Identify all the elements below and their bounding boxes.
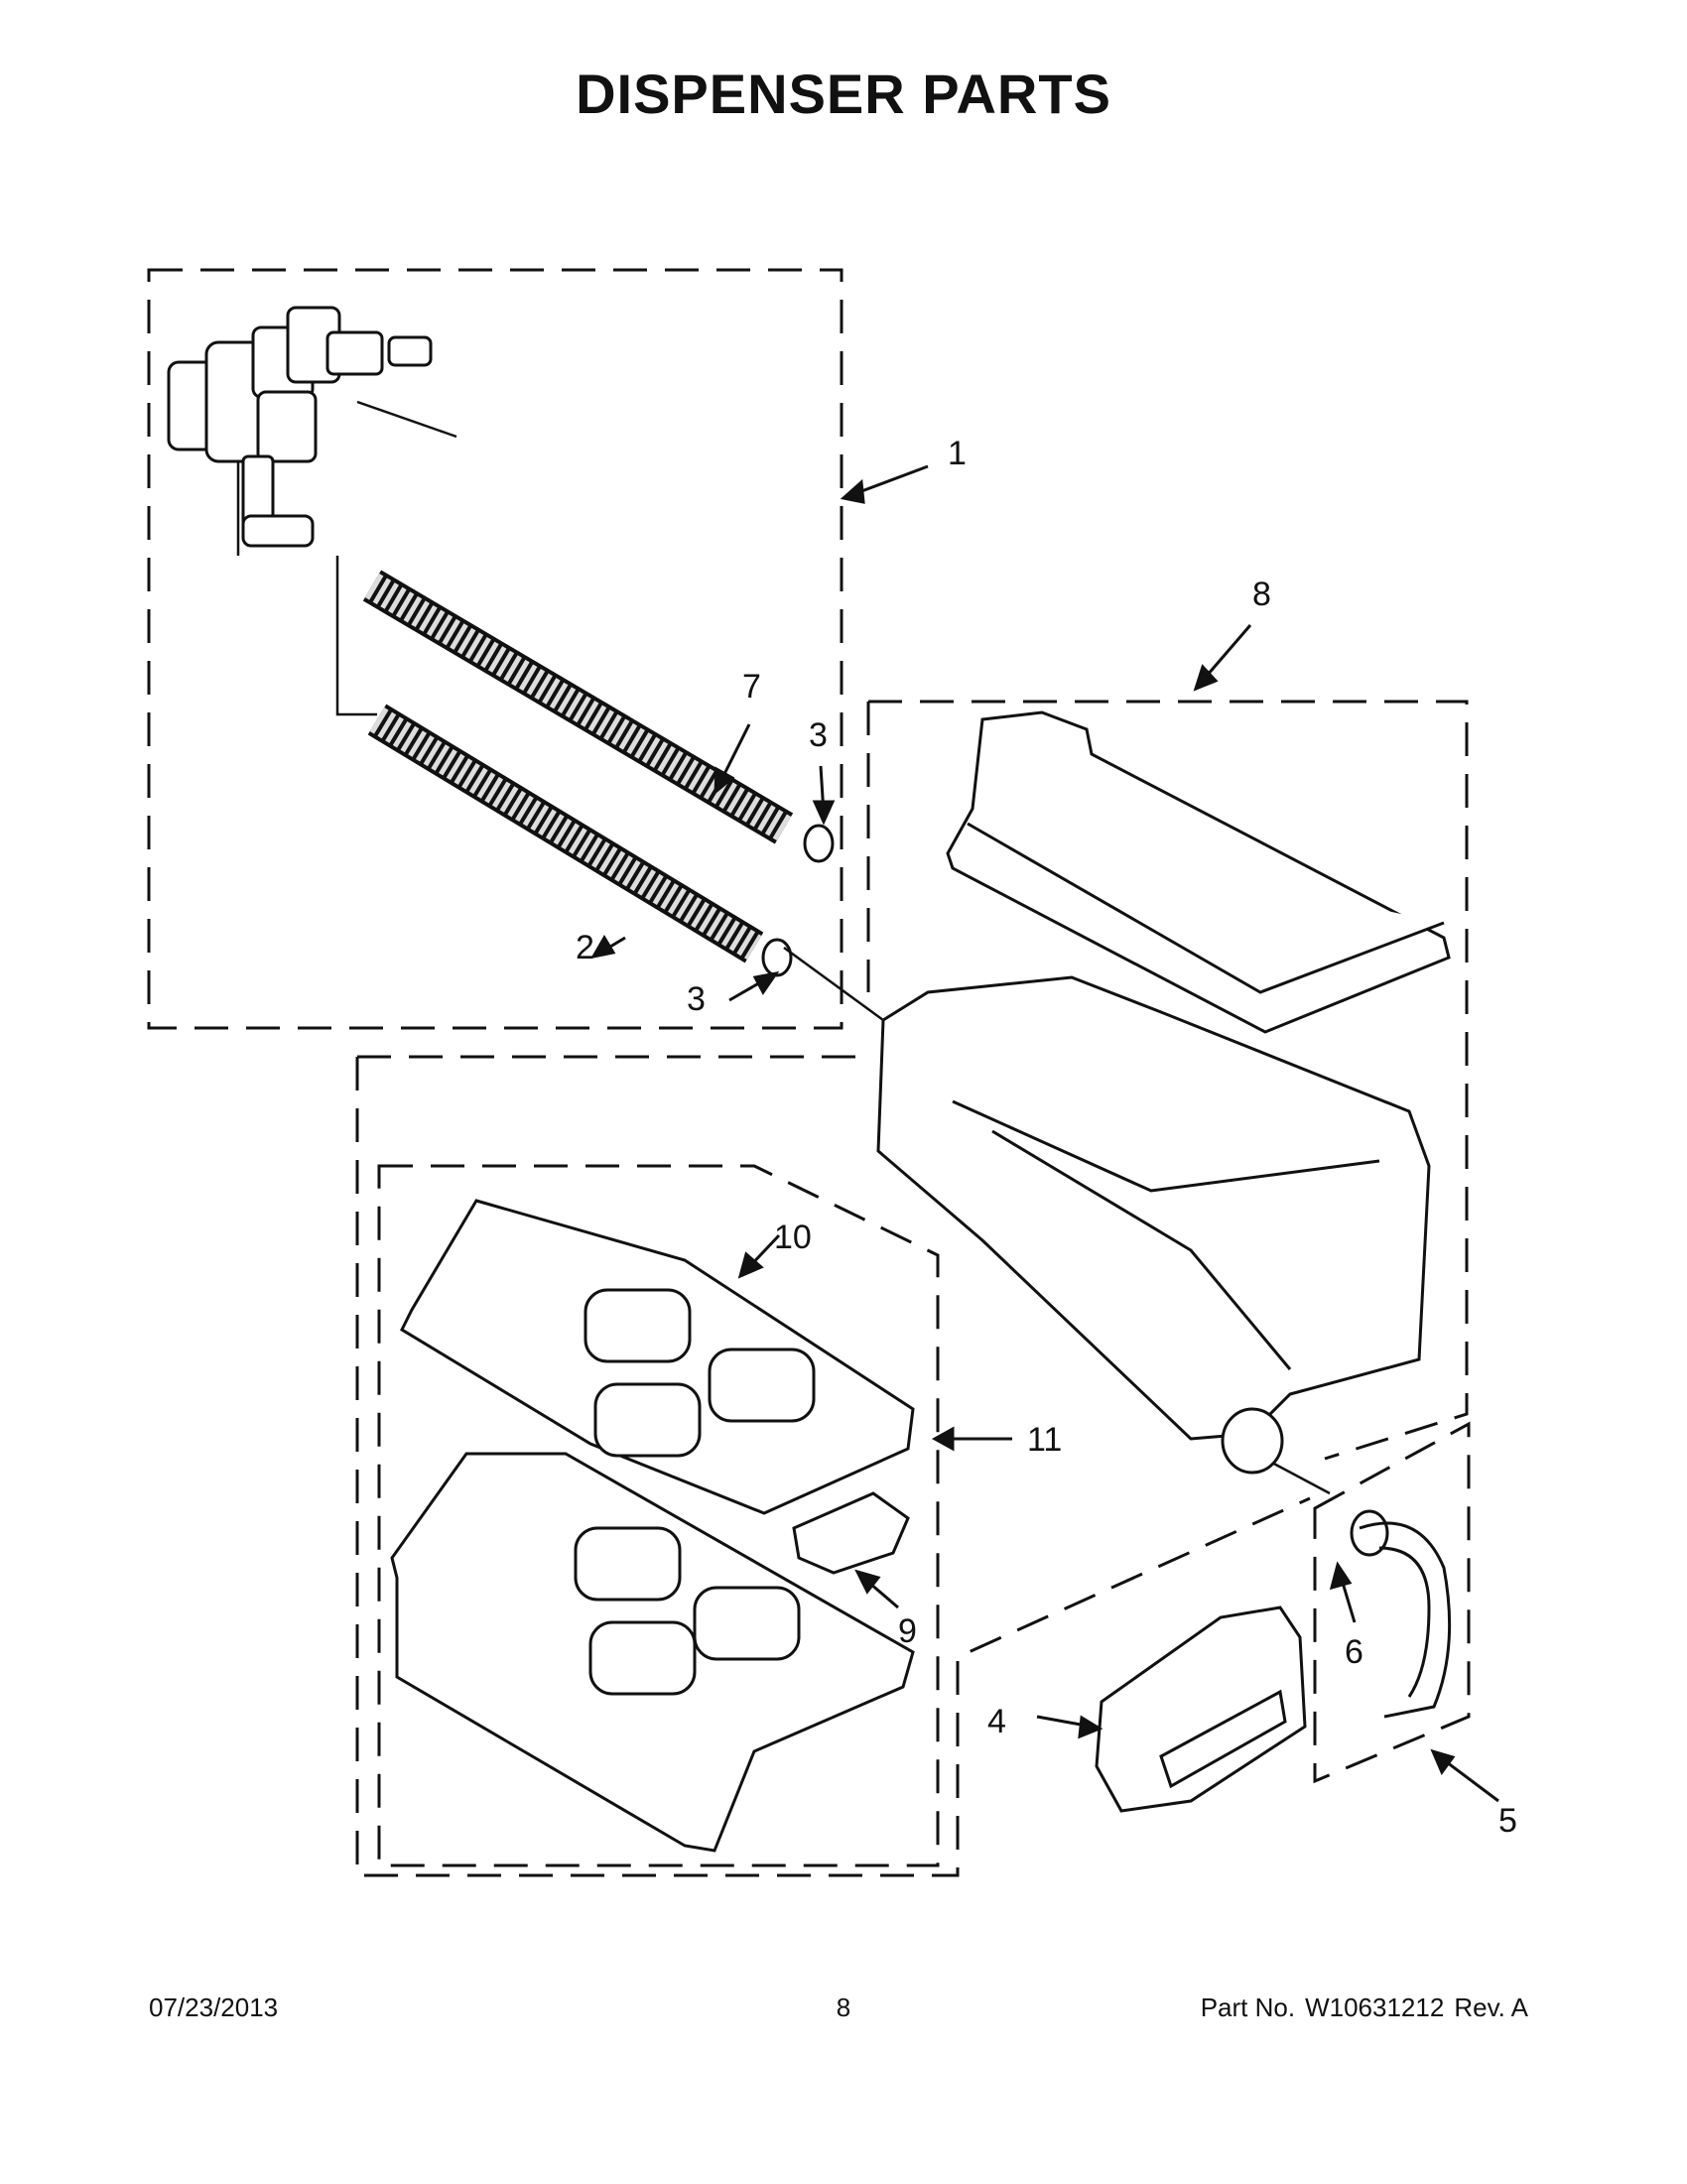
callout-6: 6 — [1345, 1633, 1363, 1671]
drawer-handle-drawing — [1095, 1606, 1307, 1813]
callout-9: 9 — [898, 1612, 917, 1650]
water-valve-drawing — [167, 306, 433, 548]
callout-arrows — [590, 464, 1499, 1803]
clamp-drawings — [761, 824, 835, 977]
dispenser-drawer-body-drawing — [390, 1452, 915, 1853]
dispenser-cover-drawing — [946, 710, 1451, 1034]
footer-page-number: 8 — [836, 1992, 851, 2022]
callout-labels: 1 2 3 3 4 5 6 7 8 9 10 11 — [576, 435, 1517, 1840]
callout-2: 2 — [576, 929, 594, 966]
callout-10: 10 — [774, 1219, 812, 1256]
callout-7: 7 — [742, 668, 761, 706]
callout-8: 8 — [1252, 576, 1271, 613]
revision: Rev. A — [1454, 1992, 1528, 2022]
siphon-part-drawing — [792, 1491, 910, 1575]
footer-part-number: Part No. W10631212 Rev. A — [1191, 1992, 1528, 2023]
part-number: W10631212 — [1305, 1992, 1445, 2022]
footer-date: 07/23/2013 — [149, 1992, 279, 2022]
callout-5: 5 — [1498, 1802, 1517, 1840]
callout-3-lower: 3 — [687, 980, 706, 1018]
vent-hose-drawing — [1350, 1509, 1452, 1719]
dispenser-housing-drawing — [876, 975, 1431, 1475]
group-5-dashed-box — [1313, 1421, 1471, 1784]
callout-3-upper: 3 — [809, 716, 828, 754]
group-outer-dashed-box — [355, 1055, 1311, 1877]
part-label: Part No. — [1200, 1992, 1296, 2022]
group-8-dashed-box — [868, 700, 1469, 1461]
page-title: DISPENSER PARTS — [576, 63, 1111, 125]
callout-4: 4 — [987, 1703, 1006, 1740]
dispenser-drawer-insert-drawing — [400, 1199, 915, 1515]
group-1-dashed-box — [147, 268, 844, 1030]
callout-11: 11 — [1027, 1421, 1062, 1459]
callout-1: 1 — [948, 435, 967, 472]
hose-lower-drawing — [367, 704, 764, 964]
hose-upper-drawing — [362, 570, 794, 844]
group-11-dashed-box — [377, 1164, 940, 1867]
